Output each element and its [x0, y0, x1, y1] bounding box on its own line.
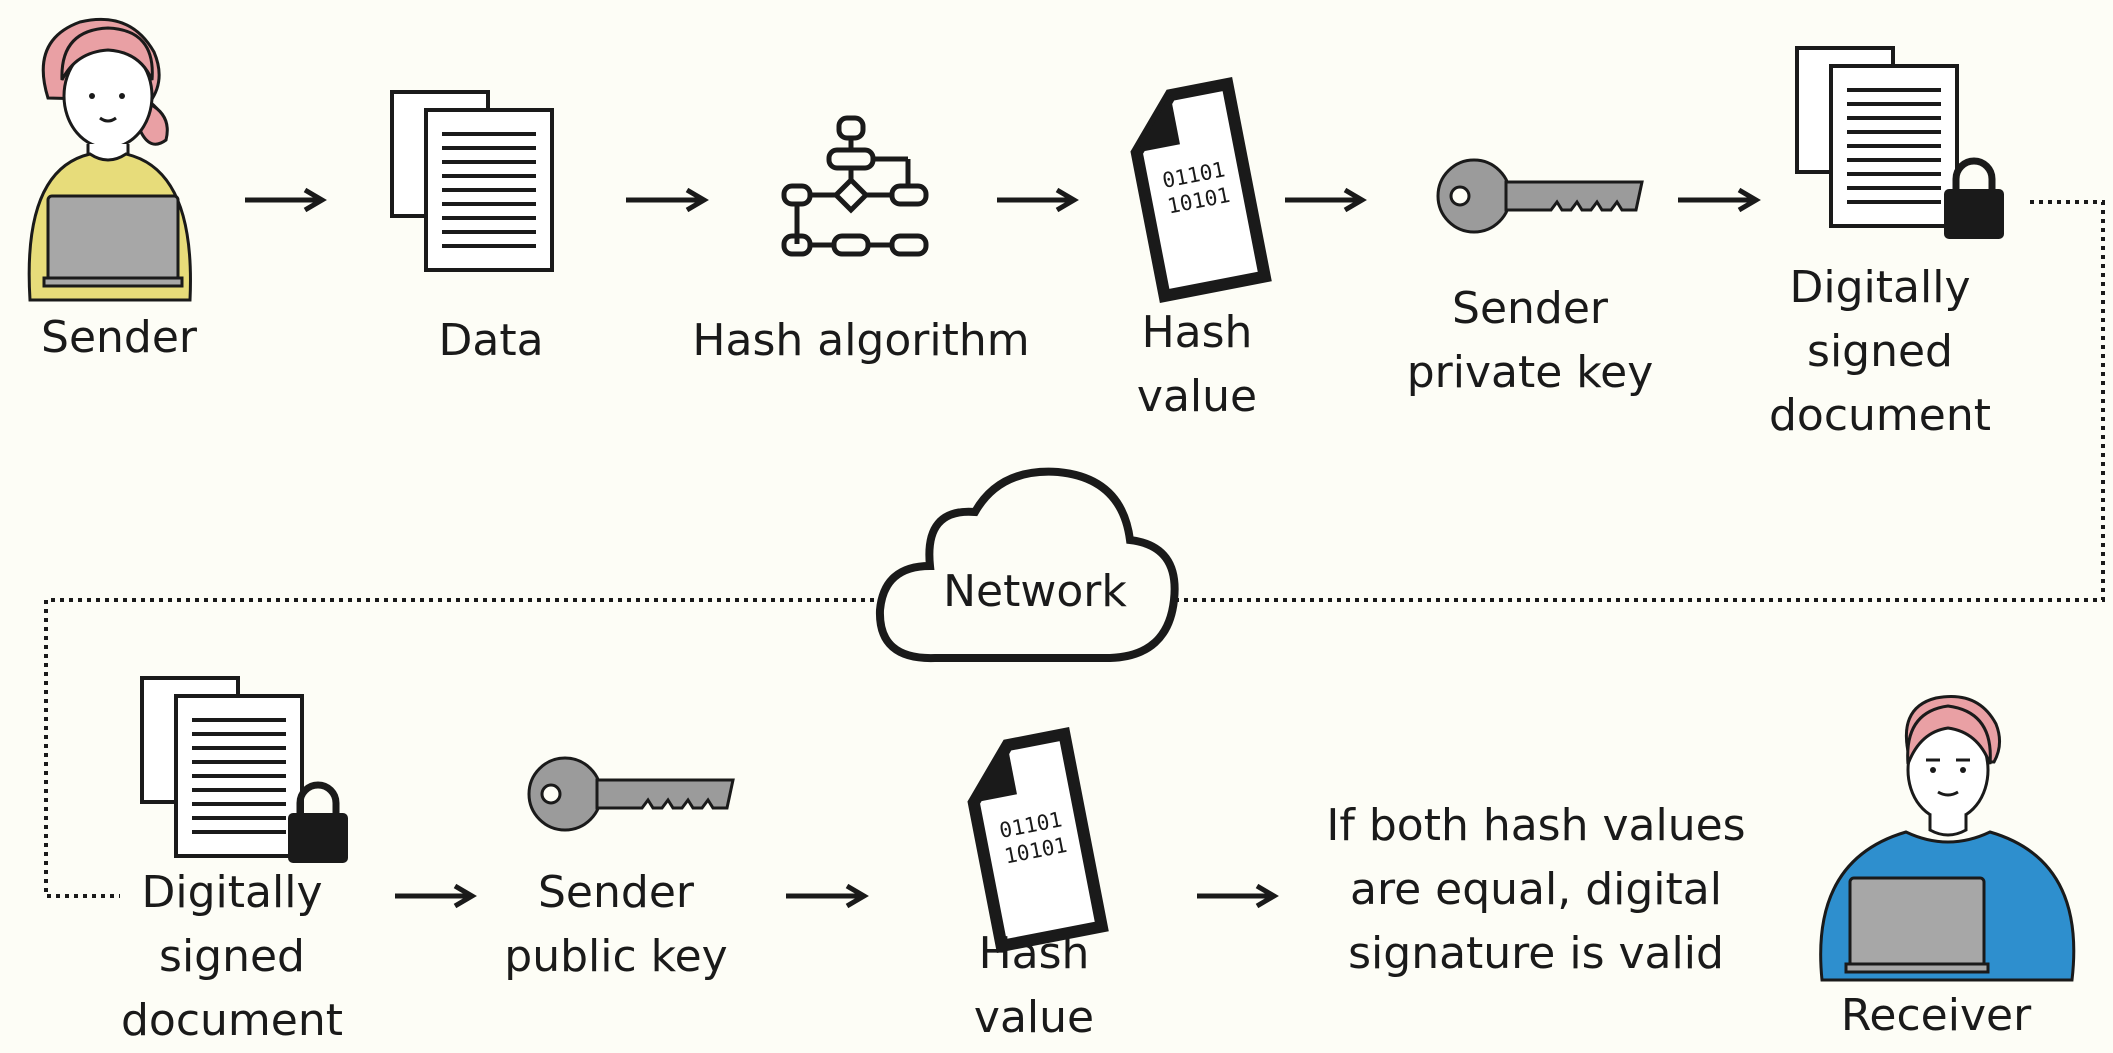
label-hash-value-top: Hash value	[1136, 307, 1258, 422]
label-signed-document-bottom: Digitally signed document	[121, 867, 343, 1046]
arrowhead-5	[1737, 187, 1761, 213]
arrows-top	[245, 187, 1761, 213]
label-data: Data	[438, 315, 544, 366]
arrowhead-6	[453, 883, 477, 909]
public-key-icon	[527, 756, 735, 832]
sender-avatar	[27, 17, 192, 302]
data-documents-icon	[390, 90, 554, 272]
label-network: Network	[943, 566, 1127, 617]
arrowhead-1	[303, 187, 327, 213]
arrowhead-8	[1255, 883, 1279, 909]
label-verdict: If both hash values are equal, digital s…	[1326, 800, 1746, 979]
label-hash-algorithm: Hash algorithm	[692, 315, 1030, 366]
arrowhead-2	[685, 187, 709, 213]
dotted-connector	[44, 200, 2105, 898]
network-cloud-icon	[875, 467, 1179, 663]
label-sender: Sender	[41, 312, 197, 363]
label-hash-value-bottom: Hash value	[973, 928, 1095, 1043]
signed-document-icon-top	[1795, 46, 2004, 239]
arrowhead-3	[1055, 187, 1079, 213]
label-signed-document-top: Digitally signed document	[1769, 262, 1991, 441]
flowchart-icon	[781, 115, 929, 257]
arrowhead-4	[1343, 187, 1367, 213]
label-sender-private-key: Sender private key	[1406, 283, 1654, 398]
hash-value-icon-top: 01101 10101	[1127, 84, 1265, 296]
label-sender-public-key: Sender public key	[504, 867, 728, 982]
label-receiver: Receiver	[1840, 990, 2032, 1041]
hash-value-icon-bottom: 01101 10101	[964, 734, 1102, 946]
receiver-avatar	[1819, 695, 2076, 982]
arrowhead-7	[845, 883, 869, 909]
private-key-icon	[1436, 158, 1644, 234]
arrows-bottom	[395, 883, 1279, 909]
signed-document-icon-bottom	[140, 676, 348, 863]
